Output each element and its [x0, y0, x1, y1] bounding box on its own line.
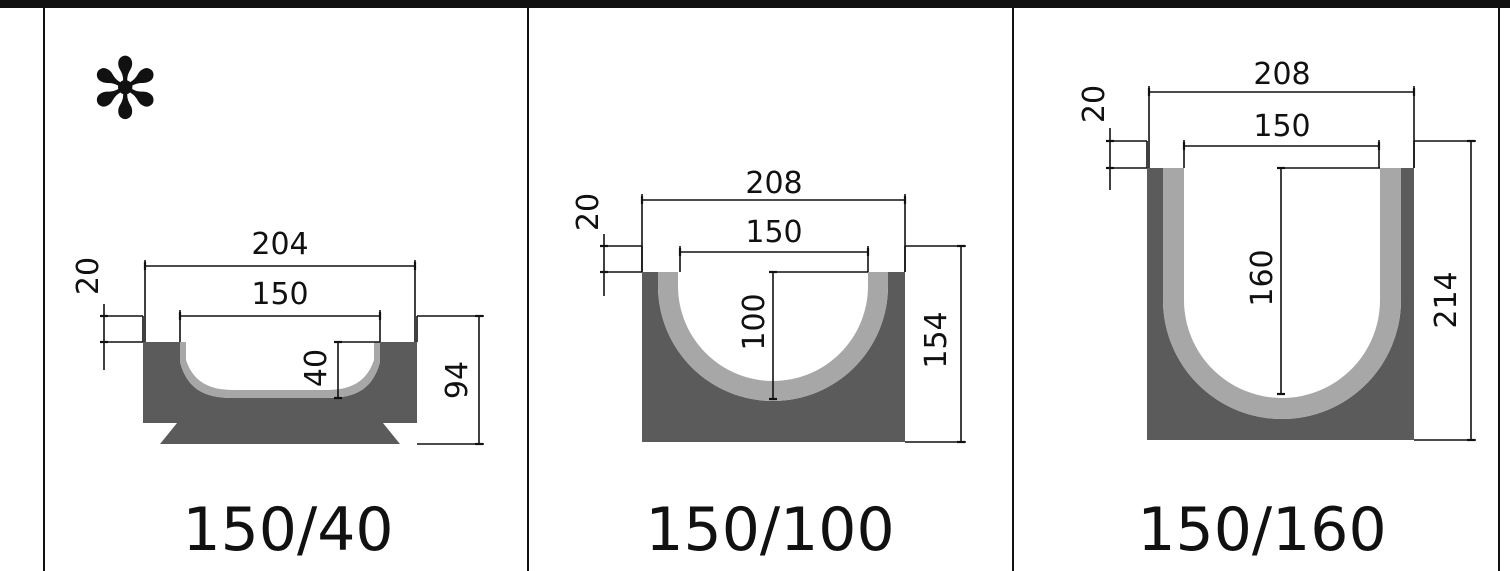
dim-rim-height: 20 — [71, 257, 106, 295]
dim-total-height: 94 — [440, 361, 475, 399]
concrete-body — [1147, 168, 1414, 440]
dim-channel-depth: 40 — [299, 349, 334, 387]
panel-150-160: 208 150 20 160 214 150/160 — [1077, 57, 1476, 565]
panel-caption: 150/100 — [645, 495, 894, 565]
dim-outer-width: 208 — [745, 166, 802, 201]
dim-rim-height: 20 — [1077, 85, 1112, 123]
channel-liner — [180, 342, 380, 398]
dim-inner-width: 150 — [251, 277, 308, 312]
dim-outer-width: 208 — [1253, 57, 1310, 92]
concrete-body — [143, 342, 417, 444]
dim-outer-width: 204 — [251, 227, 308, 262]
channel-section-drawing — [142, 316, 418, 444]
dimension-lines — [1106, 86, 1476, 442]
asterisk-marker-icon: ✻ — [90, 40, 160, 138]
dimension-lines — [600, 194, 966, 444]
channel-liner — [1163, 168, 1401, 419]
concrete-body — [642, 272, 905, 442]
dim-inner-width: 150 — [1253, 109, 1310, 144]
panel-150-40: ✻ — [71, 40, 484, 565]
dimension-lines — [100, 260, 484, 446]
dim-total-height: 154 — [919, 311, 954, 368]
panel-caption: 150/160 — [1137, 495, 1386, 565]
panel-150-100: 208 150 20 100 154 150/100 — [571, 166, 966, 565]
dim-channel-depth: 100 — [737, 293, 772, 350]
dim-inner-width: 150 — [745, 215, 802, 250]
dim-total-height: 214 — [1429, 271, 1464, 328]
dim-rim-height: 20 — [571, 193, 606, 231]
panel-caption: 150/40 — [182, 495, 393, 565]
dim-channel-depth: 160 — [1245, 249, 1280, 306]
channel-liner — [658, 272, 888, 401]
